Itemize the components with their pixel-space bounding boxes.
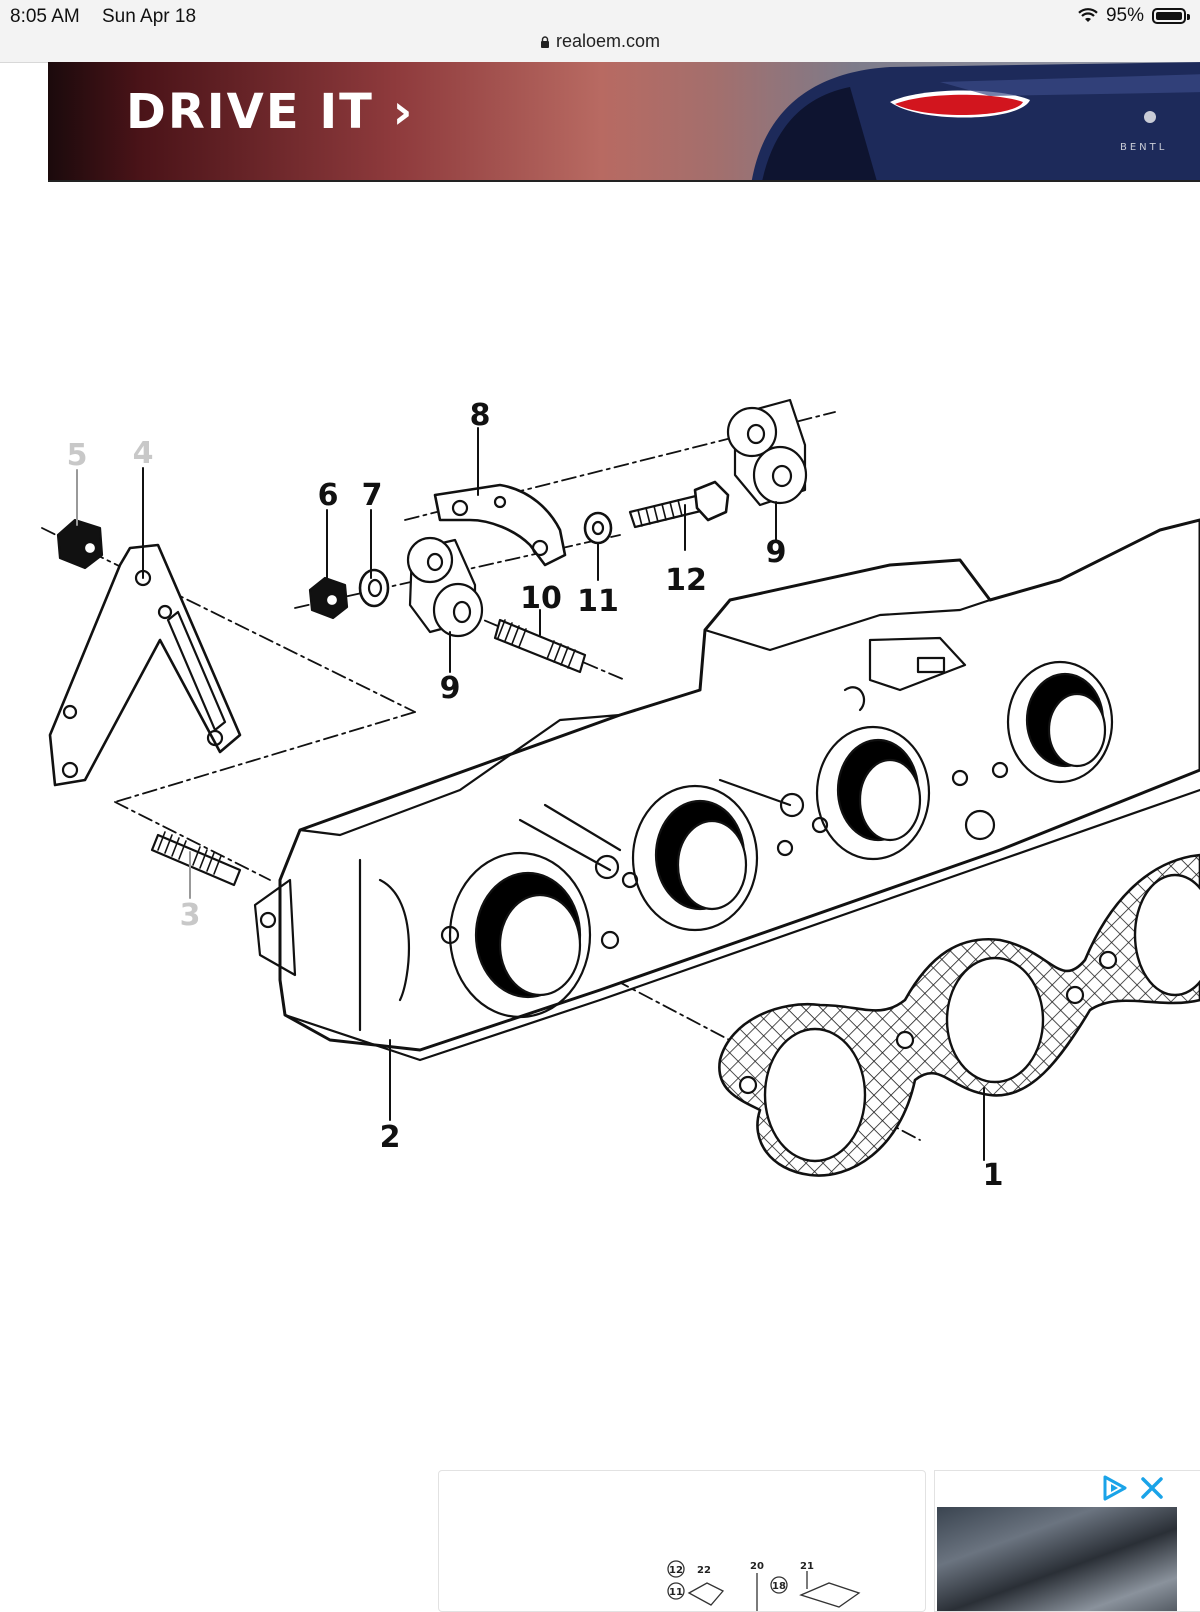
nut-6 bbox=[308, 576, 349, 620]
spacer-9a bbox=[406, 536, 484, 638]
washer-7 bbox=[358, 568, 390, 608]
car-image: BENTL bbox=[751, 62, 1200, 180]
stud-3 bbox=[150, 831, 242, 887]
chevron-right-icon: › bbox=[392, 84, 415, 140]
thumb-label-20: 20 bbox=[750, 1561, 764, 1572]
ad-banner[interactable]: DRIVE IT › BENTL bbox=[48, 62, 1200, 182]
callout-12[interactable]: 12 bbox=[665, 563, 707, 598]
support-bracket bbox=[48, 543, 242, 787]
status-time: 8:05 AM bbox=[10, 6, 80, 27]
battery-percent: 95% bbox=[1105, 5, 1144, 26]
callout-7[interactable]: 7 bbox=[362, 478, 383, 513]
wifi-icon bbox=[1078, 8, 1098, 22]
callout-11[interactable]: 11 bbox=[577, 584, 619, 619]
lock-icon bbox=[540, 36, 549, 48]
status-bar: 8:05 AM Sun Apr 18 95% realoem.com bbox=[0, 0, 1200, 63]
thumb-label-18: 18 bbox=[772, 1581, 786, 1592]
bottom-ad[interactable] bbox=[934, 1470, 1200, 1612]
plate-8 bbox=[433, 483, 567, 567]
status-indicators: 95% bbox=[1078, 5, 1190, 27]
washer-11 bbox=[583, 511, 613, 545]
parts-diagram: 1 2 3 4 5 6 7 8 9 9 10 11 12 bbox=[0, 180, 1200, 1440]
callout-3[interactable]: 3 bbox=[180, 898, 201, 933]
bolt-12 bbox=[628, 480, 730, 529]
adchoices-icon[interactable] bbox=[1099, 1473, 1129, 1503]
manifold-body bbox=[253, 518, 1200, 1062]
ad-headline[interactable]: DRIVE IT › bbox=[126, 84, 414, 140]
stud-10 bbox=[493, 618, 587, 674]
thumb-label-21: 21 bbox=[800, 1561, 814, 1572]
engine-bay-photo[interactable] bbox=[937, 1507, 1177, 1611]
manifold-gasket bbox=[718, 853, 1200, 1177]
callout-4[interactable]: 4 bbox=[133, 436, 154, 471]
callout-8[interactable]: 8 bbox=[470, 398, 491, 433]
thumb-label-11: 11 bbox=[669, 1587, 683, 1598]
callout-10[interactable]: 10 bbox=[520, 581, 562, 616]
exploded-view-drawing: 1 2 3 4 5 6 7 8 9 9 10 11 12 bbox=[41, 398, 1200, 1193]
close-icon[interactable] bbox=[1137, 1473, 1167, 1503]
spacer-9b bbox=[726, 398, 808, 507]
callout-1[interactable]: 1 bbox=[983, 1158, 1004, 1193]
url-text: realoem.com bbox=[555, 31, 661, 51]
callout-9-upper[interactable]: 9 bbox=[766, 535, 787, 570]
thumb-label-12: 12 bbox=[669, 1565, 683, 1576]
callout-6[interactable]: 6 bbox=[318, 478, 339, 513]
ad-badge-text: BENTL bbox=[1120, 142, 1167, 153]
nut-5 bbox=[56, 518, 104, 570]
address-bar[interactable]: realoem.com bbox=[0, 31, 1200, 52]
callout-2[interactable]: 2 bbox=[380, 1120, 401, 1155]
callout-5[interactable]: 5 bbox=[67, 438, 88, 473]
battery-icon bbox=[1152, 8, 1190, 24]
related-diagram-thumbnail: 12 22 20 21 11 18 bbox=[667, 1560, 861, 1611]
thumb-label-22: 22 bbox=[697, 1565, 711, 1576]
ad-headline-text: DRIVE IT bbox=[126, 84, 374, 140]
callout-9-lower[interactable]: 9 bbox=[440, 671, 461, 706]
status-date: Sun Apr 18 bbox=[102, 6, 197, 27]
related-diagram-card[interactable]: 12 22 20 21 11 18 bbox=[438, 1470, 926, 1612]
